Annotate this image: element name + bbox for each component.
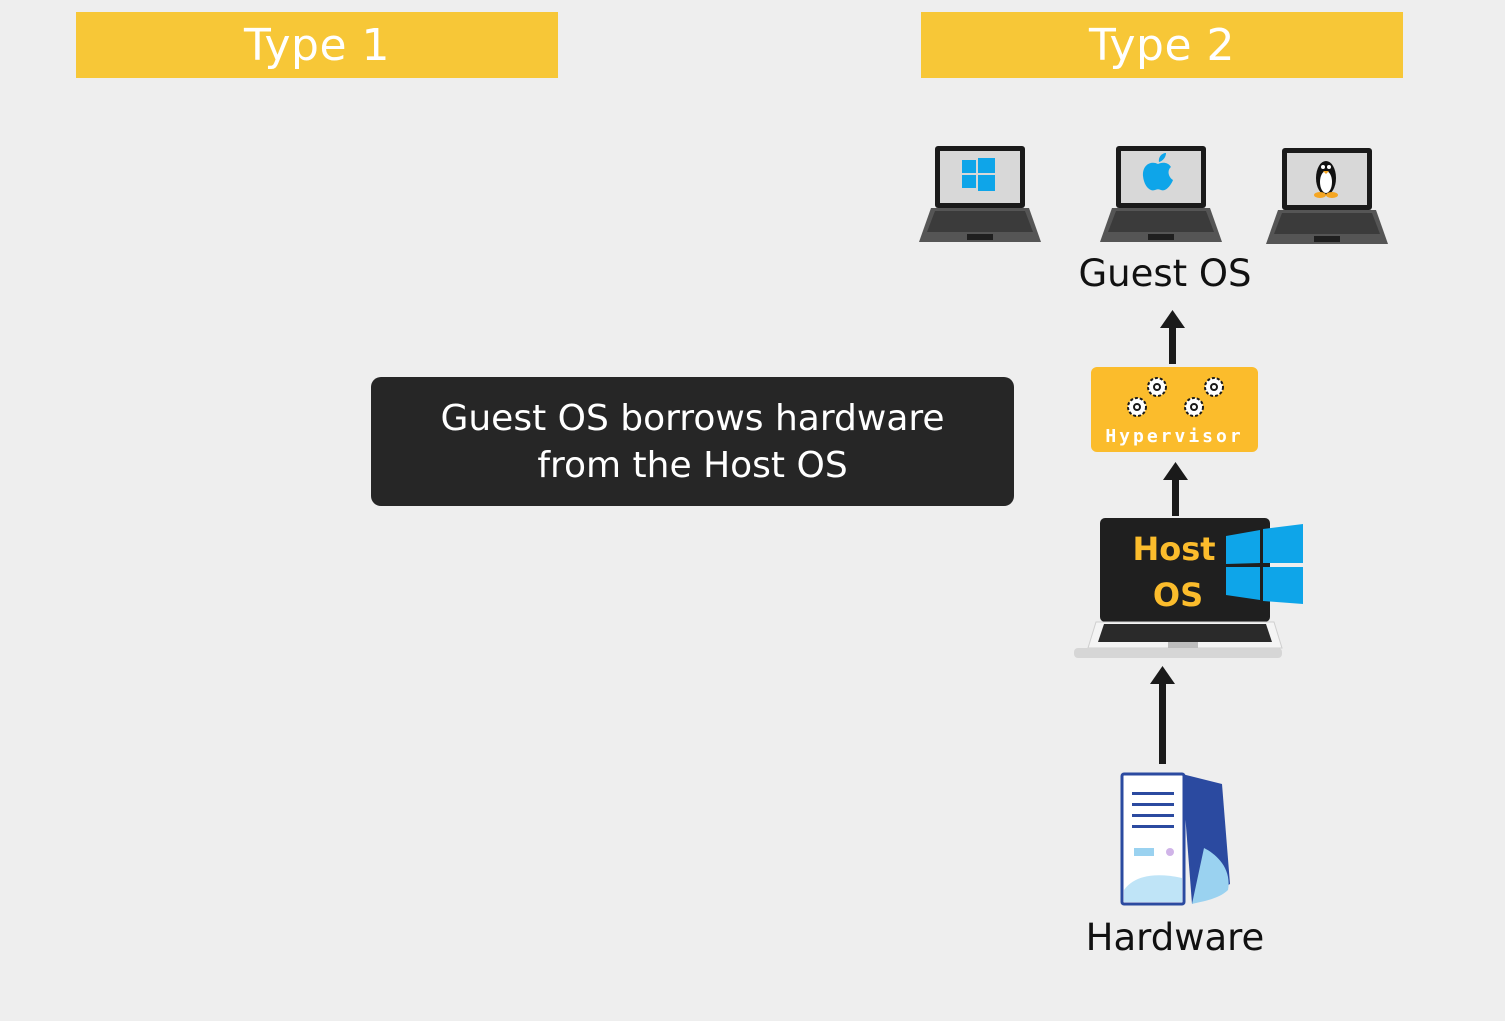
linux-tux-icon — [1314, 161, 1338, 198]
type-1-title: Type 1 — [243, 19, 391, 71]
type-2-title: Type 2 — [1088, 19, 1236, 71]
windows-icon — [962, 158, 995, 191]
windows-logo-icon — [1226, 524, 1303, 604]
host-os-label-line-2: OS — [1153, 576, 1203, 614]
gears-icon — [1127, 377, 1224, 417]
guest-linux-laptop — [1266, 148, 1388, 244]
type-1-banner: Type 1 — [76, 12, 558, 78]
hypervisor-label: Hypervisor — [1105, 426, 1243, 447]
callout-line-2: from the Host OS — [537, 444, 848, 486]
type-2-banner: Type 2 — [921, 12, 1403, 78]
callout-box: Guest OS borrows hardware from the Host … — [371, 377, 1014, 506]
arrow-up-icon — [1150, 666, 1175, 764]
arrow-up-icon — [1160, 310, 1185, 364]
callout-line-1: Guest OS borrows hardware — [440, 397, 945, 439]
host-os-laptop: Host OS — [1074, 518, 1303, 658]
hypervisor-block: Hypervisor — [1091, 367, 1258, 452]
apple-icon — [1142, 153, 1173, 191]
hardware-label: Hardware — [1085, 916, 1265, 959]
guest-os-label: Guest OS — [1078, 252, 1252, 295]
host-os-label-line-1: Host — [1132, 530, 1215, 568]
hardware-server-icon — [1120, 772, 1230, 906]
guest-windows-laptop — [919, 146, 1041, 242]
arrow-up-icon — [1163, 462, 1188, 516]
guest-mac-laptop — [1100, 146, 1222, 242]
